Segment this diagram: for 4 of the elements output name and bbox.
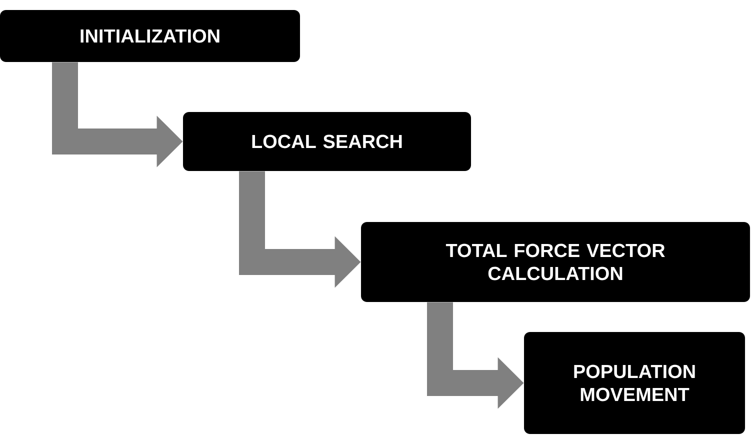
process-box: POPULATION MOVEMENT: [524, 332, 746, 434]
process-box: LOCAL SEARCH: [183, 112, 471, 171]
process-box: INITIALIZATION: [0, 10, 300, 62]
process-box: TOTAL FORCE VECTOR CALCULATION: [361, 222, 750, 302]
